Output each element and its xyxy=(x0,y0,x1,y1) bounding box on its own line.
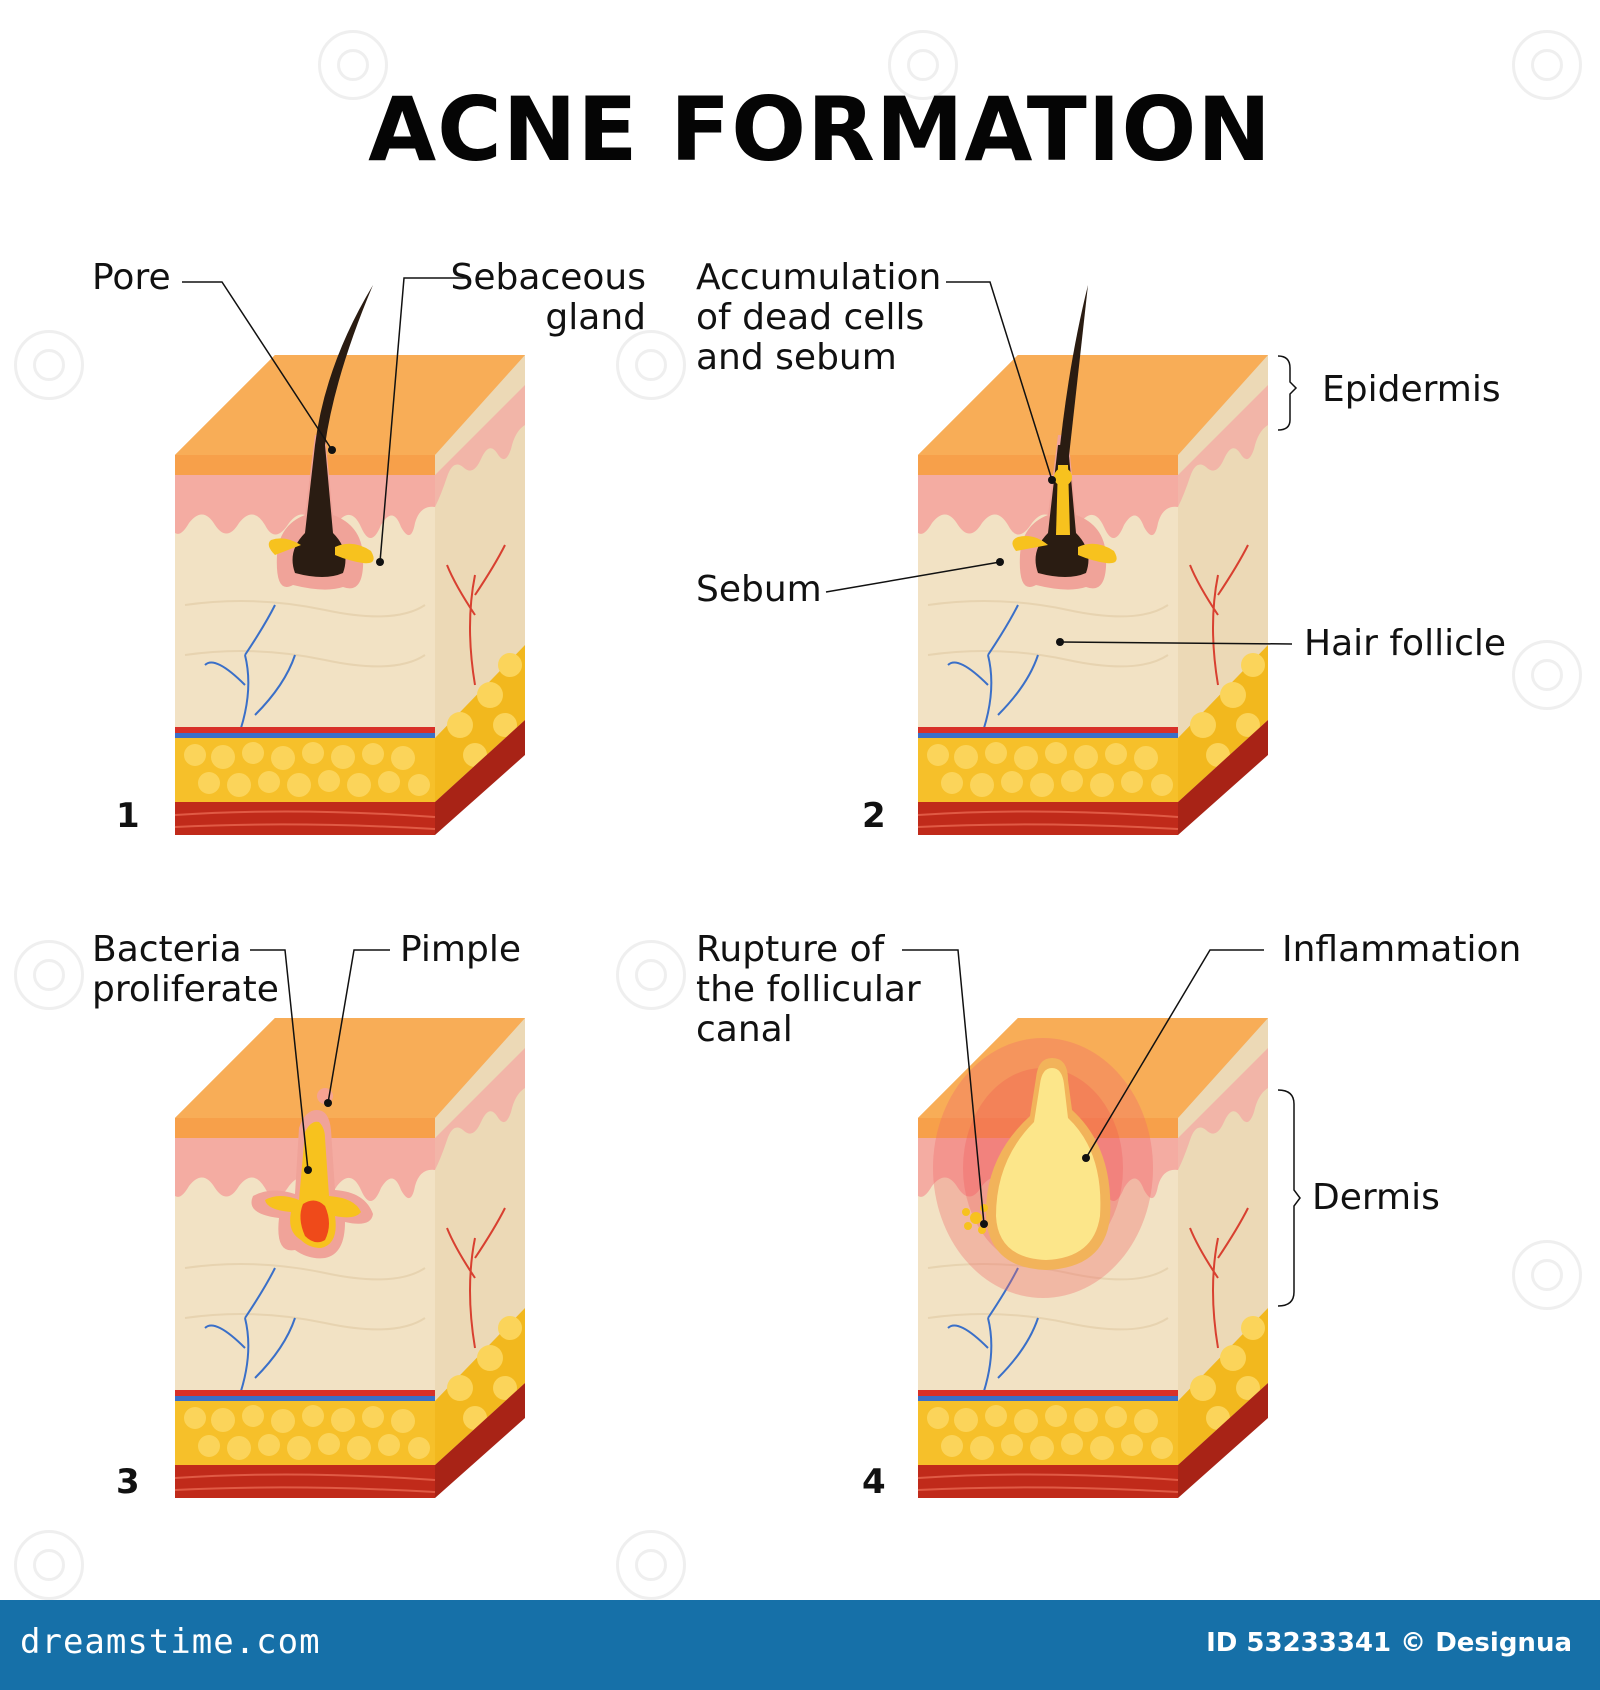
label-bacteria: Bacteria xyxy=(92,929,242,970)
footer-bar: dreamstime.com ID 53233341 © Designua xyxy=(0,1600,1600,1690)
footer-image-id: ID 53233341 © Designua xyxy=(1206,1628,1572,1658)
skin-block-3 xyxy=(174,1017,526,1499)
panel-number-2-label: 2 xyxy=(862,796,886,836)
watermark-spiral-icon xyxy=(616,330,686,400)
leader-dots xyxy=(304,446,1090,1228)
label-proliferate: proliferate xyxy=(92,969,279,1010)
label-of-dead-cells: of dead cells xyxy=(696,297,925,338)
label-the-follicular: the follicular xyxy=(696,969,921,1010)
skin-block-1 xyxy=(174,285,526,836)
label-canal: canal xyxy=(696,1009,793,1050)
watermark-spiral-icon xyxy=(616,940,686,1010)
footer-site-logo[interactable]: dreamstime.com xyxy=(20,1622,321,1662)
label-inflammation: Inflammation xyxy=(1282,929,1522,970)
skin-block-4 xyxy=(917,1017,1269,1499)
label-accumulation: Accumulation xyxy=(696,257,942,298)
acne-diagram xyxy=(174,277,1301,1499)
leader-lines xyxy=(182,277,1301,1307)
page-title: ACNE FORMATION xyxy=(368,78,1272,181)
label-sebaceous: Sebaceous xyxy=(450,257,646,298)
watermark-spiral-icon xyxy=(1512,640,1582,710)
label-pore: Pore xyxy=(92,257,171,298)
panel-number-1-label: 1 xyxy=(116,796,140,836)
label-hair-follicle: Hair follicle xyxy=(1304,623,1507,664)
label-gland: gland xyxy=(545,297,646,338)
watermark-spiral-icon xyxy=(616,1530,686,1600)
watermark-spiral-icon xyxy=(14,940,84,1010)
label-dermis: Dermis xyxy=(1312,1177,1440,1218)
watermark-spiral-icon xyxy=(1512,30,1582,100)
watermark-spiral-icon xyxy=(318,30,388,100)
label-pimple: Pimple xyxy=(400,929,521,970)
label-sebum: Sebum xyxy=(696,569,822,610)
watermark-spiral-icon xyxy=(888,30,958,100)
panel-number-3-label: 3 xyxy=(116,1462,140,1502)
watermark-spiral-icon xyxy=(1512,1240,1582,1310)
watermark-spiral-icon xyxy=(14,1530,84,1600)
skin-block-2 xyxy=(917,285,1269,836)
label-and-sebum: and sebum xyxy=(696,337,897,378)
watermark-spiral-icon xyxy=(14,330,84,400)
label-epidermis: Epidermis xyxy=(1322,369,1501,410)
label-rupture-of: Rupture of xyxy=(696,929,885,970)
panel-number-4-label: 4 xyxy=(862,1462,886,1502)
